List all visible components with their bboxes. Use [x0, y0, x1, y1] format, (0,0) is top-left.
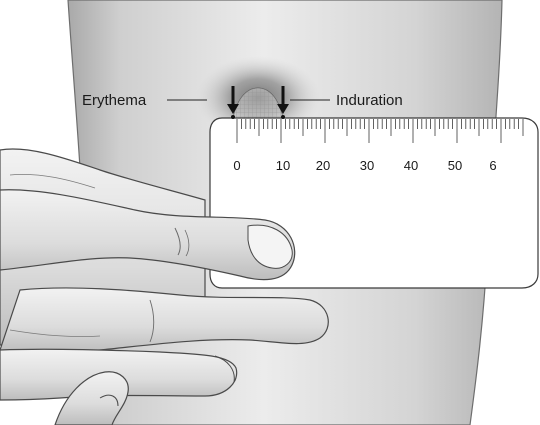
- ruler-label-0: 0: [233, 158, 240, 173]
- ruler-label-60: 6: [489, 158, 496, 173]
- induration-label: Induration: [336, 92, 403, 109]
- erythema-label: Erythema: [82, 92, 147, 109]
- ruler-label-10: 10: [276, 158, 290, 173]
- middle-finger: [0, 288, 328, 352]
- ruler-label-50: 50: [448, 158, 462, 173]
- ruler-label-30: 30: [360, 158, 374, 173]
- ruler-label-20: 20: [316, 158, 330, 173]
- ruler-label-40: 40: [404, 158, 418, 173]
